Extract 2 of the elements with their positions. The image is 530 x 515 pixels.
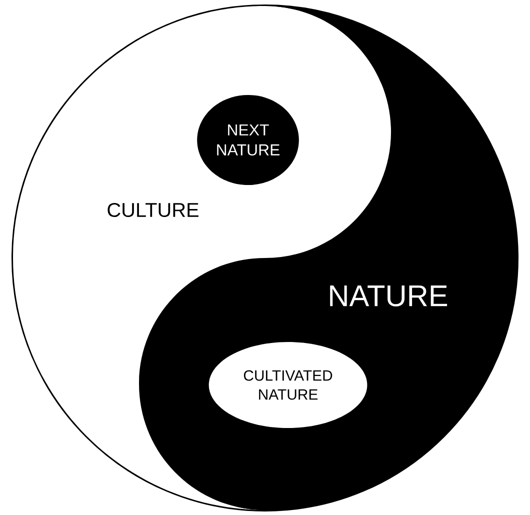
dot-label: CULTIVATED NATURE [208, 342, 368, 428]
dot-label: NEXT NATURE [197, 94, 299, 185]
